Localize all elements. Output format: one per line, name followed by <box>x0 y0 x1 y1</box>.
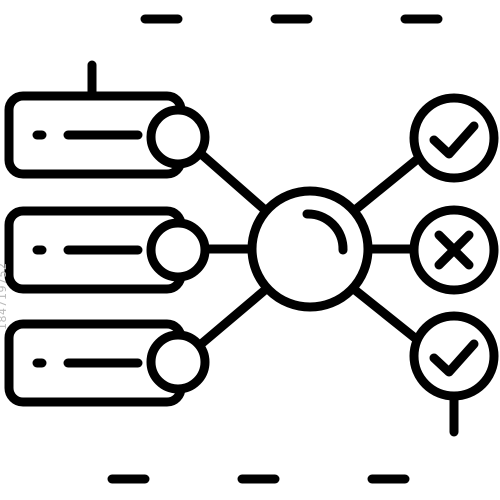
server-2 <box>4 206 210 294</box>
server-3 <box>4 319 210 407</box>
hub-highlight-arc <box>302 209 348 255</box>
server-node-circle <box>146 330 210 394</box>
output-connector-lines <box>350 152 425 347</box>
x-icon <box>434 230 474 270</box>
server-1 <box>4 91 210 179</box>
output-approved-bottom <box>409 311 499 437</box>
output-rejected <box>409 205 499 295</box>
watermark-id: 184719752 <box>0 262 9 331</box>
input-connector-lines <box>195 148 270 350</box>
central-hub-node <box>247 186 373 312</box>
check-icon <box>429 339 479 377</box>
output-approved-top <box>409 93 499 183</box>
server-node-circle <box>146 218 210 282</box>
server-node-circle <box>146 105 210 169</box>
check-icon <box>429 121 479 159</box>
